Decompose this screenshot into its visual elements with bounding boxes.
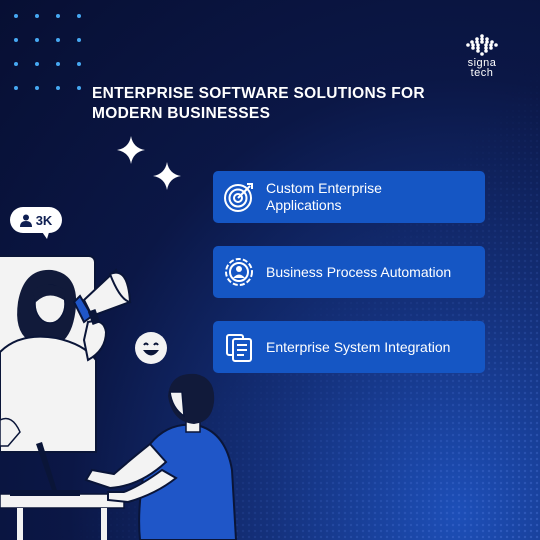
desk xyxy=(0,493,125,509)
badge-tail xyxy=(40,229,50,239)
user-icon xyxy=(19,214,32,227)
service-card-process-automation: Business Process Automation xyxy=(213,246,485,298)
logo-line-1: signa xyxy=(467,57,497,69)
page-title: ENTERPRISE SOFTWARE SOLUTIONS FOR MODERN… xyxy=(92,84,472,124)
woman-figure xyxy=(0,269,108,453)
follower-count: 3K xyxy=(35,212,53,228)
service-card-label: Business Process Automation xyxy=(266,263,452,280)
page-title-line-2: MODERN BUSINESSES xyxy=(92,105,271,122)
logo-line-2: tech xyxy=(470,67,494,79)
service-card-system-integration: Enterprise System Integration xyxy=(213,321,485,373)
smiley-icon xyxy=(135,332,167,364)
service-card-label: Enterprise System Integration xyxy=(266,338,451,355)
documents-icon xyxy=(223,331,255,363)
laptop xyxy=(36,442,58,496)
service-card-custom-applications: Custom Enterprise Applications xyxy=(213,171,485,223)
decorative-dot-grid xyxy=(14,14,98,110)
megaphone-icon xyxy=(72,268,132,325)
man-figure xyxy=(84,373,238,540)
service-card-label: Custom Enterprise Applications xyxy=(266,180,382,213)
sparkle-icon xyxy=(117,136,145,164)
page-title-line-1: ENTERPRISE SOFTWARE SOLUTIONS FOR xyxy=(92,85,425,102)
target-icon xyxy=(223,181,255,213)
signatech-logo: signa tech xyxy=(456,34,508,79)
logo-diamond-icon xyxy=(466,34,498,56)
follower-badge: 3K xyxy=(10,207,62,233)
automation-icon xyxy=(223,256,255,288)
sparkle-icon xyxy=(153,162,181,190)
logo-text: signa tech xyxy=(456,57,508,79)
